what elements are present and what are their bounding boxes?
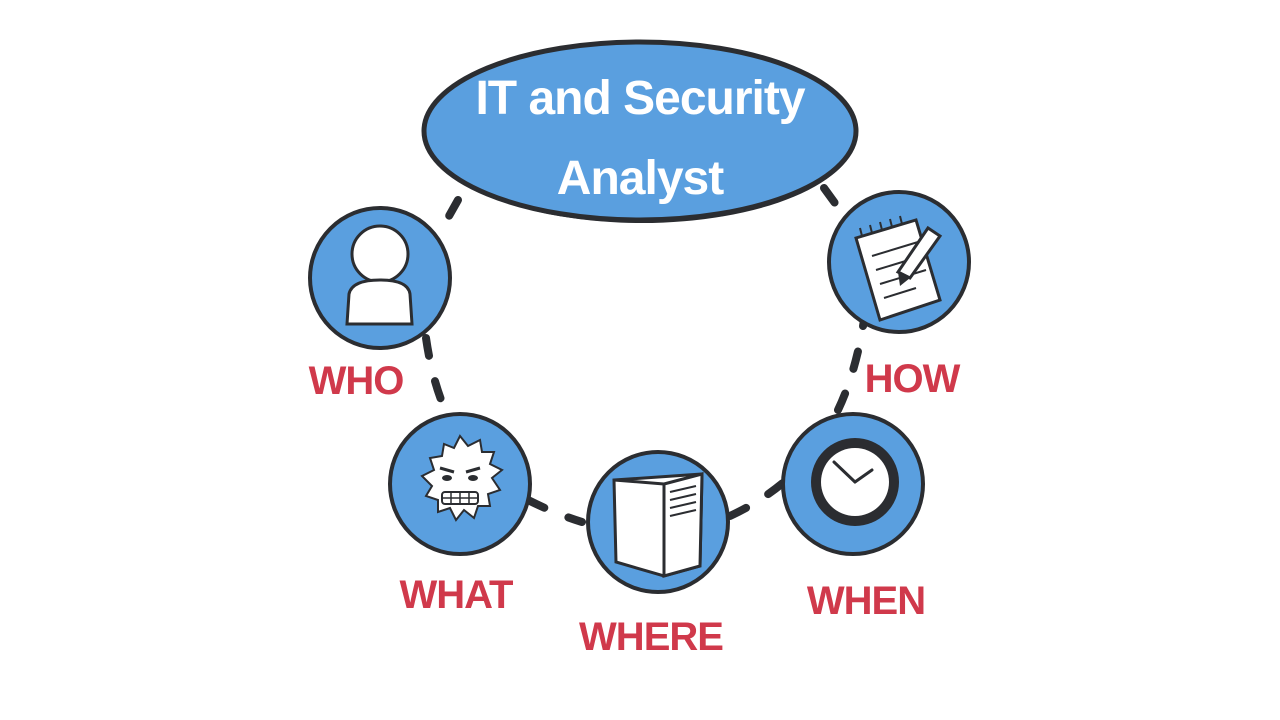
connector-who-what xyxy=(422,334,450,416)
connector-when-how xyxy=(834,316,868,414)
person-icon xyxy=(345,224,414,326)
connector-title-how xyxy=(820,184,844,214)
notepad-pencil-icon xyxy=(854,215,943,322)
title-ellipse xyxy=(421,39,859,223)
connector-what-where xyxy=(524,496,586,526)
server-icon xyxy=(612,472,704,578)
who-label: WHO xyxy=(309,359,404,403)
node-when: WHEN xyxy=(781,412,926,623)
node-where: WHERE xyxy=(579,450,730,659)
how-label: HOW xyxy=(865,357,961,401)
title-line-1: IT and Security xyxy=(475,72,805,125)
what-label: WHAT xyxy=(400,573,514,617)
clock-icon xyxy=(811,438,899,526)
node-what: WHAT xyxy=(388,412,532,617)
virus-icon xyxy=(420,434,504,522)
connector-where-when xyxy=(726,478,788,520)
connector-title-who xyxy=(436,196,462,236)
node-who: WHO xyxy=(308,206,452,403)
connector-group xyxy=(422,184,868,526)
title-line-2: Analyst xyxy=(557,152,724,205)
where-label: WHERE xyxy=(579,615,723,659)
title-node: IT and Security Analyst xyxy=(421,39,859,223)
node-how: HOW xyxy=(827,190,971,401)
when-label: WHEN xyxy=(807,579,925,623)
